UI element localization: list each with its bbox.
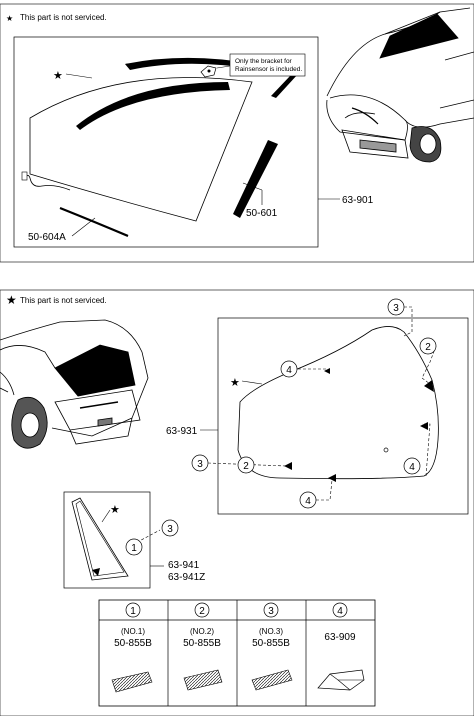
not-serviced-note: This part is not serviced. bbox=[20, 13, 107, 22]
wiper-hole bbox=[383, 447, 389, 453]
bubble-2-lower: 2 bbox=[237, 456, 255, 474]
svg-text:4: 4 bbox=[286, 365, 292, 376]
quarter-star-icon: ★ bbox=[110, 504, 120, 516]
callout-50-601: 50-601 bbox=[246, 208, 278, 219]
windshield-glass bbox=[29, 77, 253, 222]
svg-text:50-855B: 50-855B bbox=[183, 638, 221, 649]
svg-text:50-855B: 50-855B bbox=[252, 638, 290, 649]
svg-text:3: 3 bbox=[268, 606, 274, 617]
section-frame bbox=[0, 3, 474, 263]
part-4-mark-c bbox=[328, 474, 336, 482]
bubble-3-left: 3 bbox=[191, 454, 209, 472]
svg-text:1: 1 bbox=[131, 543, 137, 554]
quarter-part-mark bbox=[92, 568, 100, 576]
legend-col-2: 2 (NO.2) 50-855B bbox=[183, 602, 223, 691]
bubble-3-quarter: 3 bbox=[161, 519, 179, 537]
bubble-4-lower: 4 bbox=[299, 491, 317, 509]
callout-63-941Z: 63-941Z bbox=[168, 572, 205, 583]
part-2-mark-a bbox=[424, 380, 434, 392]
svg-text:2: 2 bbox=[425, 342, 431, 353]
star-leader bbox=[65, 73, 93, 79]
bubble-4-right: 4 bbox=[403, 457, 421, 475]
not-serviced-note-2: This part is not serviced. bbox=[20, 296, 107, 305]
molding-side bbox=[233, 140, 278, 218]
backglass-frame bbox=[217, 317, 469, 515]
bracket-note-line2: Rainsensor is included. bbox=[235, 66, 302, 73]
svg-text:(NO.3): (NO.3) bbox=[259, 627, 283, 636]
molding-lower bbox=[59, 206, 129, 238]
part-4-mark-a bbox=[324, 368, 330, 374]
svg-text:4: 4 bbox=[305, 496, 311, 507]
bubble-3-top: 3 bbox=[387, 298, 405, 316]
not-serviced-star-icon: ★ bbox=[6, 14, 13, 23]
section-frame-2 bbox=[0, 289, 474, 716]
bracket-note-box bbox=[229, 53, 306, 77]
svg-text:50-855B: 50-855B bbox=[114, 638, 152, 649]
windshield-upper-ceramic bbox=[76, 82, 230, 130]
svg-text:1: 1 bbox=[130, 606, 136, 617]
legend-col-3: 3 (NO.3) 50-855B bbox=[251, 602, 293, 691]
bracket-hole bbox=[207, 69, 211, 73]
callout-50-604A: 50-604A bbox=[28, 232, 66, 243]
legend-col-1: 1 (NO.1) 50-855B bbox=[111, 602, 153, 693]
part-2-mark-b bbox=[284, 462, 292, 470]
front-section: ★ This part is not serviced. ★ Only the … bbox=[0, 3, 474, 263]
rear-section: ★ This part is not serviced. ★ bbox=[0, 289, 474, 716]
bracket-leader bbox=[216, 65, 231, 69]
svg-text:3: 3 bbox=[197, 459, 203, 470]
svg-text:3: 3 bbox=[167, 524, 173, 535]
bubble-4-upper: 4 bbox=[280, 360, 298, 378]
svg-text:63-909: 63-909 bbox=[324, 632, 356, 643]
rear-car-illustration bbox=[0, 319, 149, 449]
quarter-glass-frame bbox=[63, 491, 151, 589]
back-door-glass bbox=[237, 326, 439, 480]
legend-col-4: 4 63-909 bbox=[317, 602, 365, 691]
svg-text:2: 2 bbox=[199, 606, 205, 617]
front-car-illustration bbox=[326, 7, 474, 163]
quarter-glass-inner bbox=[75, 500, 125, 577]
bubble-1-quarter: 1 bbox=[125, 538, 143, 556]
windshield-frame bbox=[13, 36, 319, 248]
windshield-star-icon: ★ bbox=[53, 70, 63, 82]
wire-connector bbox=[21, 171, 28, 181]
svg-text:(NO.2): (NO.2) bbox=[190, 627, 214, 636]
svg-text:4: 4 bbox=[337, 606, 343, 617]
svg-text:3: 3 bbox=[393, 303, 399, 314]
callout-63-941: 63-941 bbox=[168, 560, 200, 571]
svg-text:2: 2 bbox=[243, 461, 249, 472]
svg-text:4: 4 bbox=[409, 462, 415, 473]
bracket-note-line1: Only the bracket for bbox=[235, 58, 293, 65]
svg-text:(NO.1): (NO.1) bbox=[121, 627, 145, 636]
wire-harness bbox=[23, 175, 71, 191]
backglass-star-icon: ★ bbox=[230, 377, 240, 389]
not-serviced-star-icon-2: ★ bbox=[6, 293, 17, 307]
callout-63-931: 63-931 bbox=[166, 426, 198, 437]
bubble-2-right: 2 bbox=[419, 337, 437, 355]
quarter-glass bbox=[71, 497, 129, 581]
callout-63-901: 63-901 bbox=[342, 195, 374, 206]
parts-legend: 1 (NO.1) 50-855B 2 (NO.2) 50-855B 3 (NO.… bbox=[98, 599, 376, 707]
